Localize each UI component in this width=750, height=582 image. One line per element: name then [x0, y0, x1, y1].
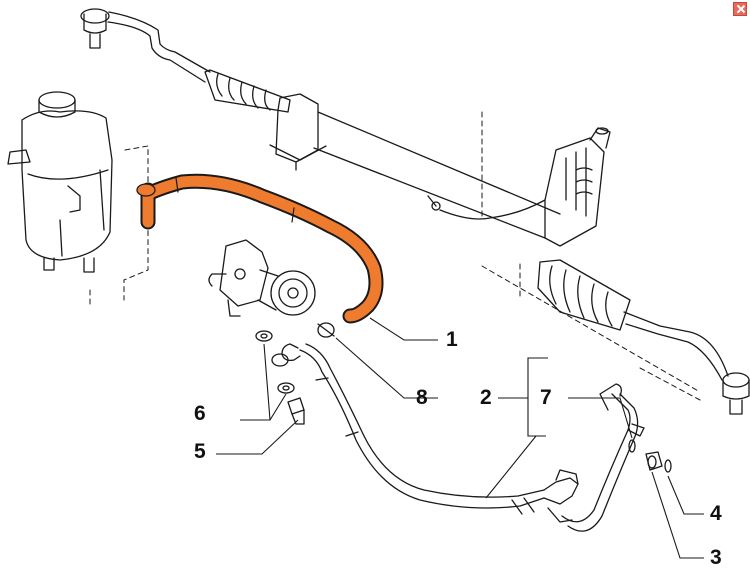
banjo-bolt [287, 397, 305, 425]
callout-5: 5 [194, 440, 206, 463]
callout-1: 1 [446, 328, 458, 351]
hose-clamp [317, 322, 335, 338]
callout-2: 2 [480, 386, 492, 409]
o-rings [628, 439, 672, 473]
callout-6: 6 [194, 402, 206, 425]
pressure-hose [271, 343, 579, 523]
rack-mount-clamp [269, 93, 327, 171]
pinion-valve [427, 127, 611, 247]
callout-4: 4 [710, 502, 722, 525]
close-icon[interactable] [733, 2, 747, 16]
union-fitting [645, 451, 663, 471]
steering-rack [80, 8, 750, 415]
callout-8: 8 [416, 386, 428, 409]
supply-hose-highlighted [136, 173, 384, 324]
power-steering-pump [208, 239, 316, 317]
reference-lines [89, 111, 701, 401]
fluid-reservoir [7, 91, 113, 273]
callout-leaders [216, 317, 704, 559]
tie-rod-end-right [722, 372, 750, 415]
rack-boot-left [204, 69, 291, 113]
sealing-washers [255, 330, 295, 394]
rack-boot-right [537, 259, 631, 331]
return-pipe [561, 383, 645, 532]
callout-3: 3 [710, 546, 722, 569]
callout-7: 7 [540, 386, 552, 409]
